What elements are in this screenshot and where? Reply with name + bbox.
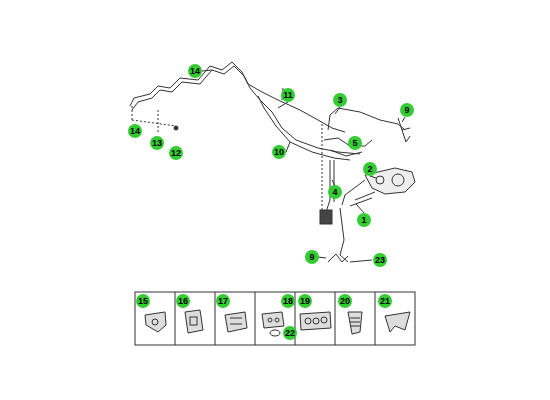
callout-number: 10 — [272, 145, 286, 159]
callout-number: 18 — [281, 294, 295, 308]
callout-number: 1 — [357, 213, 371, 227]
callout-number: 9 — [400, 103, 414, 117]
parts-table — [135, 292, 415, 345]
callout-number: 23 — [373, 253, 387, 267]
brake-pipe — [342, 180, 365, 205]
valve-port — [392, 174, 404, 186]
leader-line — [158, 110, 159, 134]
callout-number: 20 — [338, 294, 352, 308]
callout-number: 22 — [283, 326, 297, 340]
brake-pipe — [130, 62, 345, 132]
hose-bracket — [328, 254, 348, 262]
callout-number: 2 — [363, 162, 377, 176]
valve-port — [376, 176, 384, 184]
callout-number: 5 — [348, 136, 362, 150]
table-grid — [175, 292, 375, 345]
brake-pipe — [340, 208, 348, 262]
leader-line — [322, 124, 323, 210]
callout-number: 21 — [378, 294, 392, 308]
callout-number: 15 — [136, 294, 150, 308]
callout-number: 17 — [216, 294, 230, 308]
brake-pipe — [350, 192, 375, 206]
callout-number: 19 — [298, 294, 312, 308]
hose-bracket — [398, 118, 410, 142]
brake-pipe — [132, 66, 360, 154]
brake-pipe — [330, 150, 362, 156]
bolt — [174, 126, 178, 130]
brake-pipe — [328, 108, 405, 130]
callout-number: 12 — [169, 146, 183, 160]
callout-number: 11 — [281, 88, 295, 102]
callout-number: 14 — [128, 124, 142, 138]
callout-number: 9 — [305, 250, 319, 264]
callout-number: 14 — [188, 64, 202, 78]
callout-number: 4 — [328, 185, 342, 199]
callout-number: 16 — [176, 294, 190, 308]
callout-number: 13 — [150, 136, 164, 150]
leader-line — [202, 70, 405, 262]
callout-number: 3 — [333, 93, 347, 107]
part-icon — [145, 310, 410, 336]
pipe-clip — [320, 210, 332, 224]
